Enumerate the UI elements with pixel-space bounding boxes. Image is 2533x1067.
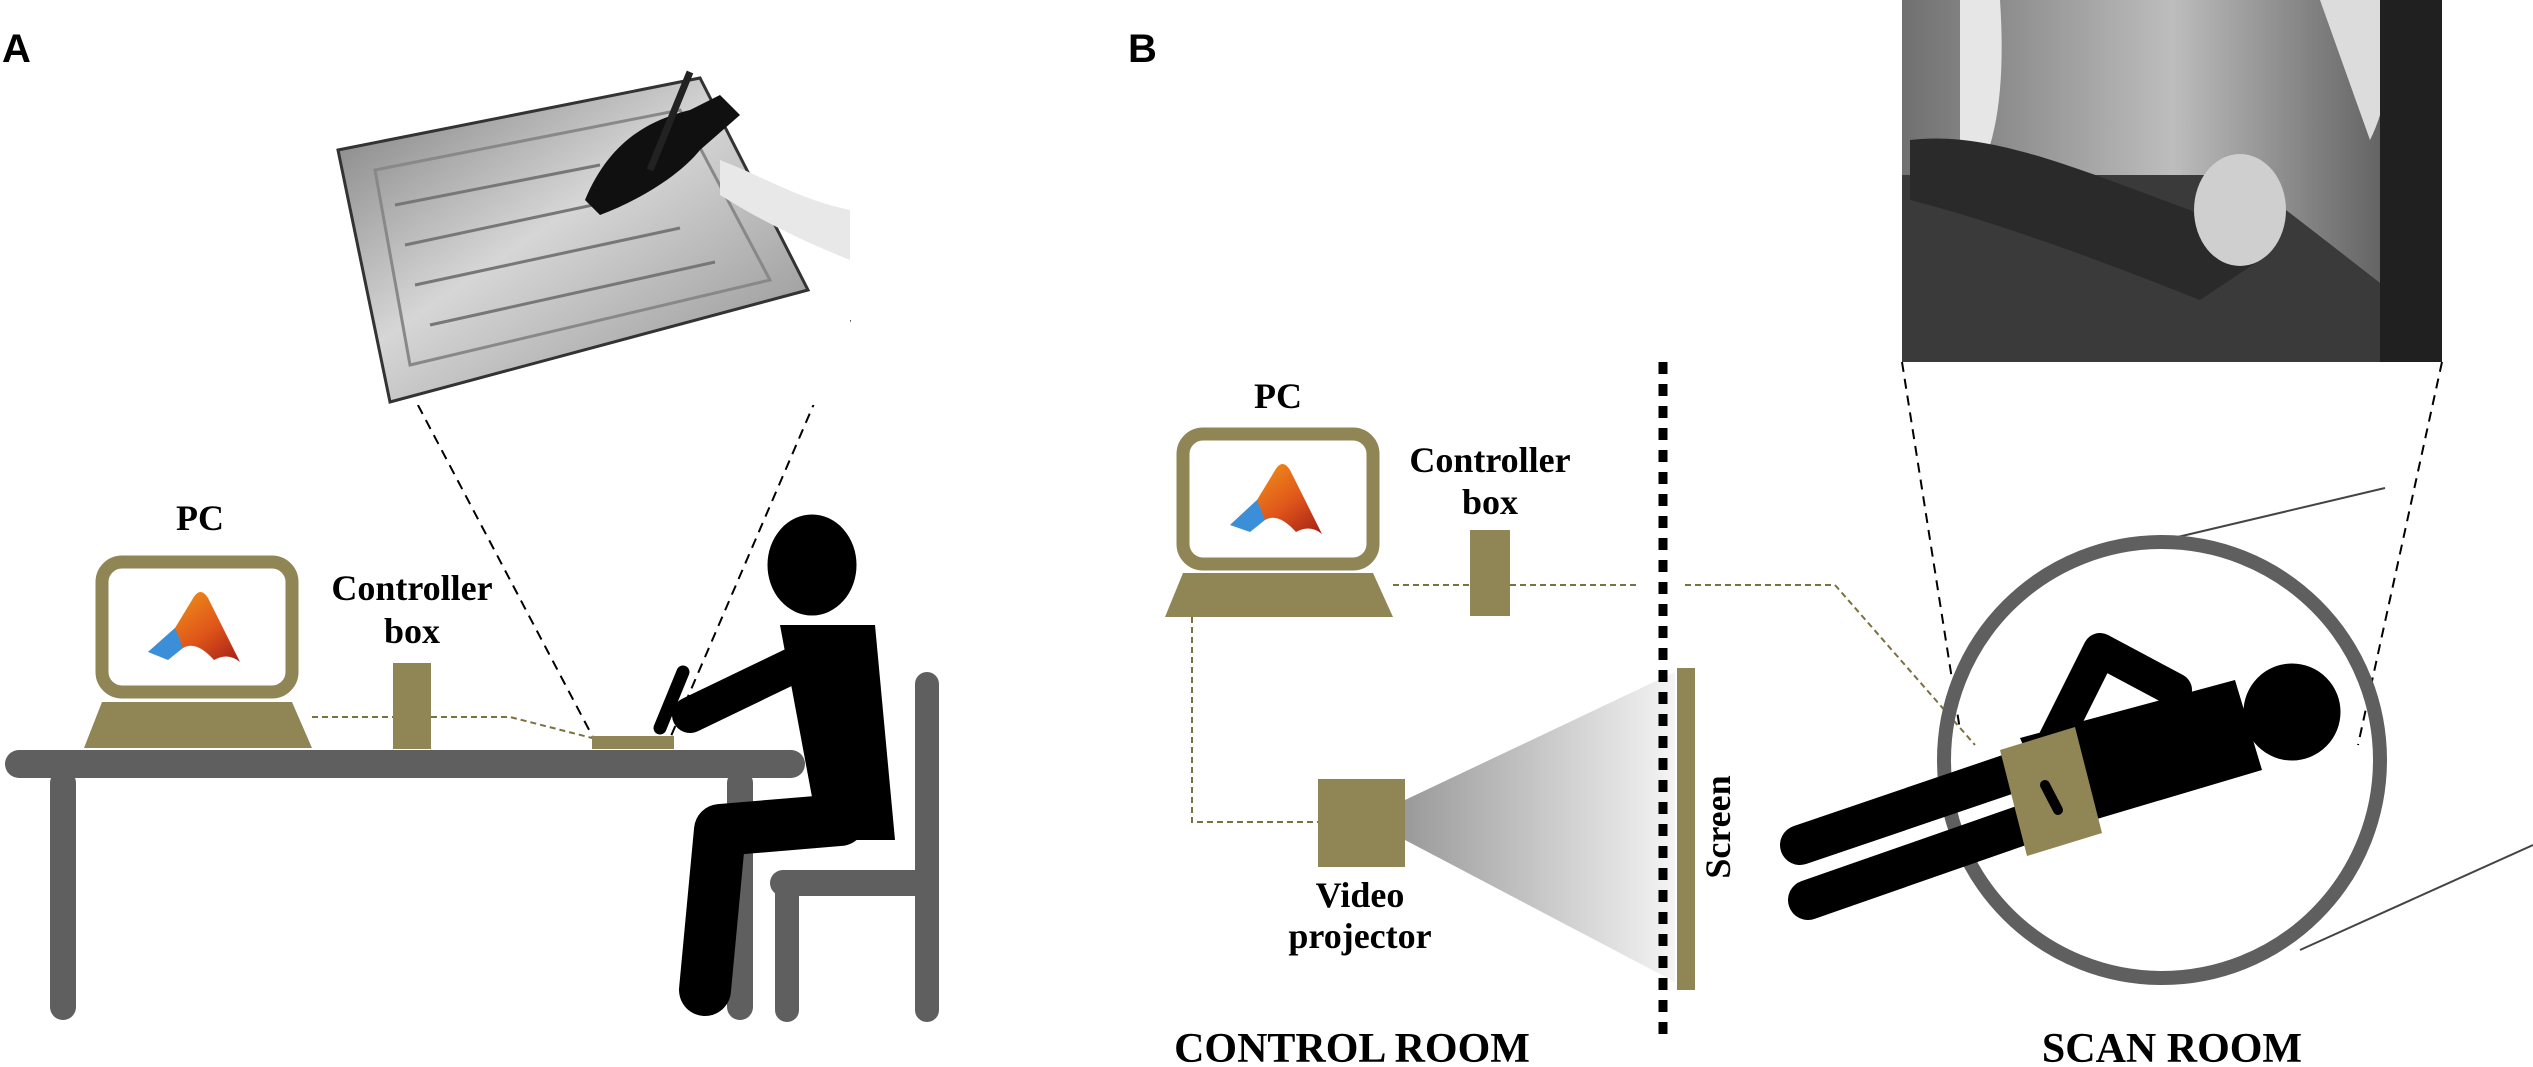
zoom-line-left	[409, 389, 597, 744]
pc-label: PC	[176, 498, 224, 538]
stylus	[2040, 780, 2063, 815]
zoom-line-left	[1901, 361, 1961, 731]
stylus-photo	[646, 70, 694, 172]
pc-keyboard-base	[84, 702, 312, 748]
pc-keyboard-base	[1165, 573, 1393, 617]
panel-a: A PC Controller	[2, 27, 939, 1022]
wire-controller-tablet	[431, 716, 601, 741]
mri-photo	[1902, 0, 2442, 362]
pc-monitor	[1165, 427, 1393, 617]
controller-box	[1470, 530, 1510, 616]
control-room-label: CONTROL ROOM	[1174, 1026, 1530, 1067]
matlab-logo-icon	[148, 591, 240, 662]
pc-monitor	[84, 555, 312, 748]
screen-label: Screen	[1698, 775, 1738, 878]
seated-person	[653, 514, 895, 1016]
matlab-logo-icon	[1230, 463, 1322, 534]
video-projector	[1318, 779, 1405, 867]
projector-label-line1: Video	[1316, 875, 1405, 915]
scan-room-label: SCAN ROOM	[2042, 1026, 2302, 1067]
wire-to-scanner-tablet	[1685, 584, 1976, 746]
tablet-photo	[335, 60, 850, 405]
panel-b-letter: B	[1128, 27, 1157, 71]
wire-pc-projector	[1191, 617, 1318, 823]
stylus	[653, 665, 690, 735]
panel-b: B PC Controller box	[1128, 0, 2533, 1067]
controller-label-line2: box	[384, 611, 440, 651]
pc-label: PC	[1254, 376, 1302, 416]
controller-label-line1: Controller	[1409, 440, 1570, 480]
projection-screen	[1677, 668, 1695, 990]
projector-label-line2: projector	[1288, 916, 1431, 956]
controller-label-line1: Controller	[331, 568, 492, 608]
panel-a-letter: A	[2, 27, 31, 71]
projector-beam	[1405, 672, 1675, 982]
chair	[770, 672, 939, 1022]
hand-silhouette	[585, 95, 740, 215]
tablet-on-desk	[592, 736, 674, 749]
controller-label-line2: box	[1462, 482, 1518, 522]
controller-box	[393, 663, 431, 749]
mri-scanner	[1937, 487, 2533, 985]
